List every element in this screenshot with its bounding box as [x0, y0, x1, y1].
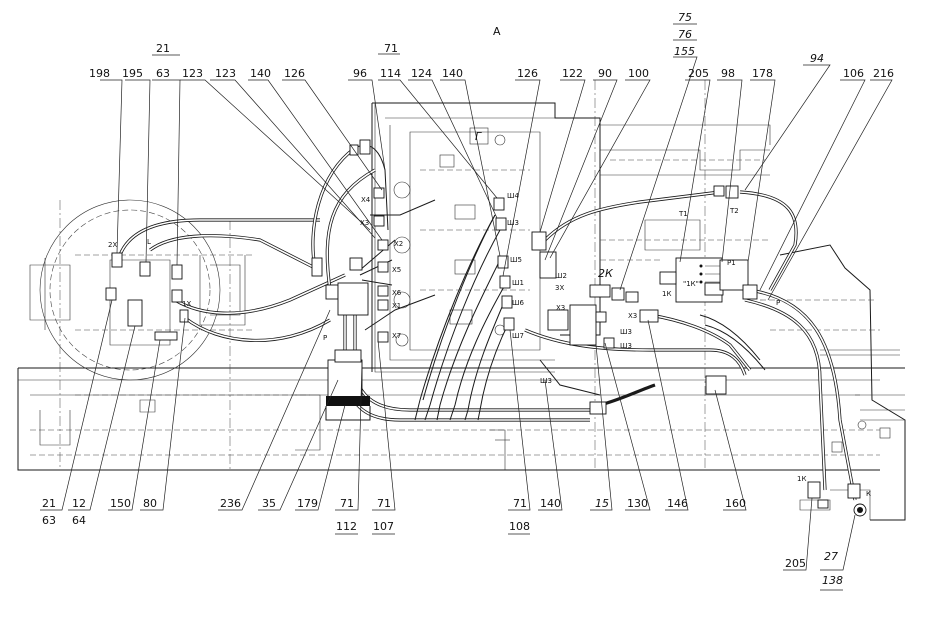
port-label: X7: [392, 332, 401, 340]
top-callouts: 198 195 21 63 123 123 140 126 96 71 114 …: [89, 11, 894, 80]
port-label: Ш6: [512, 299, 524, 307]
port-label: Ш1: [512, 279, 524, 287]
callout: 96: [353, 67, 367, 80]
block-details: [699, 264, 720, 284]
callout: 76: [678, 28, 692, 41]
callout: 98: [721, 67, 735, 80]
port-label: Ш5: [510, 256, 522, 264]
port-label: "1К": [683, 280, 699, 288]
callout: 146: [667, 497, 688, 510]
port-label: X5: [392, 266, 401, 274]
port-label: Ш7: [512, 332, 524, 340]
callout: 71: [377, 497, 391, 510]
callout: 75: [678, 11, 692, 24]
callout: 21: [156, 42, 170, 55]
port-label: Г: [475, 130, 482, 143]
port-label: Ш3: [620, 328, 632, 336]
callout: 15: [595, 497, 609, 510]
callout: 179: [297, 497, 318, 510]
callout: 124: [411, 67, 432, 80]
callout: 140: [250, 67, 271, 80]
callout: 27: [824, 550, 838, 563]
callout: 205: [688, 67, 709, 80]
port-label: X6: [392, 289, 402, 297]
callout: 63: [156, 67, 170, 80]
view-letter: A: [493, 25, 501, 38]
callout: 71: [384, 42, 398, 55]
port-label: 2X: [108, 241, 117, 249]
port-label: X3: [556, 304, 565, 312]
callout: 126: [284, 67, 305, 80]
port-label: T2: [729, 207, 739, 215]
callout: 114: [380, 67, 401, 80]
callout: 216: [873, 67, 894, 80]
port-label: 1К: [662, 290, 671, 298]
callout: 178: [752, 67, 773, 80]
callout: 106: [843, 67, 864, 80]
leader-lines: [40, 23, 893, 591]
callout: 12: [72, 497, 86, 510]
callout: 107: [373, 520, 394, 533]
port-label: Ш4: [507, 192, 519, 200]
port-label: P1: [727, 259, 736, 267]
callout: 150: [110, 497, 131, 510]
callout: 140: [540, 497, 561, 510]
callout: 205: [785, 557, 806, 570]
port-label: X4: [361, 196, 371, 204]
port-label: Ш2: [555, 272, 567, 280]
port-label: P: [776, 299, 780, 307]
callout: 112: [336, 520, 357, 533]
callout: 123: [215, 67, 236, 80]
frame-structure: [17, 80, 906, 521]
callout: 122: [562, 67, 583, 80]
fittings: [105, 139, 867, 517]
filter-head: [326, 396, 370, 406]
port-label: К: [866, 490, 871, 498]
callout: 94: [810, 52, 824, 65]
callout: 140: [442, 67, 463, 80]
bottom-callouts: 21 63 12 64 150 80 236 35 179 71 112 71 …: [42, 497, 843, 587]
callout: 71: [340, 497, 354, 510]
view-label: A: [493, 25, 501, 38]
port-label: 1X: [182, 300, 191, 308]
port-label: X3: [628, 312, 637, 320]
port-label: Ш3: [620, 342, 632, 350]
callout: 155: [674, 45, 695, 58]
callout: 80: [143, 497, 157, 510]
callout: 108: [509, 520, 530, 533]
callout: 71: [513, 497, 527, 510]
callout: 160: [725, 497, 746, 510]
callout: 21: [42, 497, 56, 510]
port-label: X2: [394, 240, 403, 248]
callout: 100: [628, 67, 649, 80]
callout: 236: [220, 497, 241, 510]
port-label: 3X: [555, 284, 564, 292]
callout: 64: [72, 514, 86, 527]
port-label: 2К: [598, 267, 614, 280]
port-label: L: [147, 238, 151, 246]
callout: 130: [627, 497, 648, 510]
port-label: 1К: [797, 475, 806, 483]
port-label: T1: [678, 210, 688, 218]
callout: 35: [262, 497, 276, 510]
callout: 90: [598, 67, 612, 80]
callout: 198: [89, 67, 110, 80]
callout: 195: [122, 67, 143, 80]
port-label: Ш3: [507, 219, 519, 227]
port-labels: 2X L 1X P X4 X3 X2 X5 X6 X1 X7 Ш4 Ш3 Ш5 …: [108, 130, 871, 498]
callout: 63: [42, 514, 56, 527]
port-label: X3: [360, 219, 369, 227]
port-label: P: [323, 334, 327, 342]
callout: 138: [822, 574, 843, 587]
port-label: Ш3: [540, 377, 552, 385]
callout: 126: [517, 67, 538, 80]
callout: 123: [182, 67, 203, 80]
port-label: X1: [392, 302, 401, 310]
